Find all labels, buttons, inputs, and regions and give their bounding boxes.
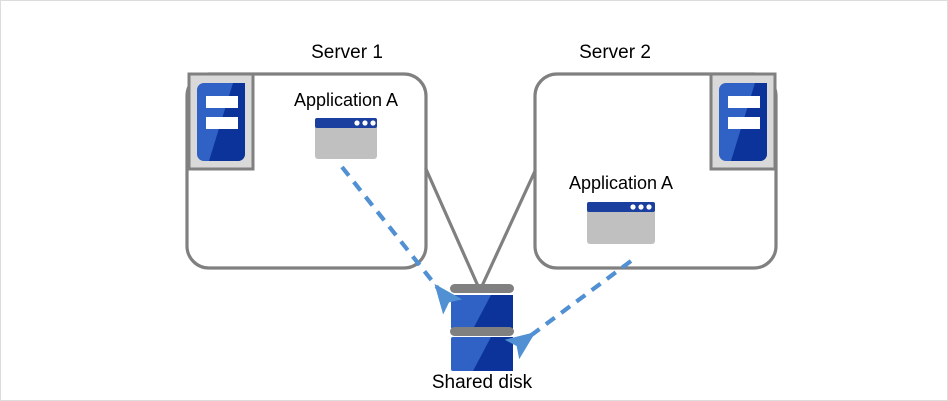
server-1-app-window-icon[interactable] xyxy=(315,118,377,159)
app-window-body xyxy=(587,202,655,244)
server-2-app-window-icon[interactable] xyxy=(587,202,655,244)
disk-bar-bottom xyxy=(450,327,514,336)
server-2-app-label: Application A xyxy=(568,173,674,193)
disk-bar-top xyxy=(450,284,514,293)
server-rack-icon-slot-1 xyxy=(728,96,760,108)
shared-disk-icon[interactable] xyxy=(450,284,514,371)
app-window-titlebar xyxy=(587,202,655,212)
app-window-dot-2 xyxy=(362,120,368,126)
shared-disk-label: Shared disk xyxy=(431,372,533,393)
app-window-titlebar xyxy=(315,118,377,128)
app-window-dot-3 xyxy=(646,204,652,210)
server-2-to-disk-arrow xyxy=(504,259,633,360)
server-1-app-label: Application A xyxy=(293,90,399,110)
server-2-icon-group[interactable] xyxy=(709,72,777,171)
disk-platter-top-shade xyxy=(473,295,513,329)
app-window-dot-1 xyxy=(354,120,360,126)
app-window-dot-2 xyxy=(638,204,644,210)
app-window-dot-1 xyxy=(630,204,636,210)
server-2-title: Server 2 xyxy=(579,42,651,63)
server-2-link-line xyxy=(480,169,537,288)
server-1-icon-group[interactable] xyxy=(187,72,255,171)
app-window-body xyxy=(315,118,377,159)
connector-lines xyxy=(424,167,537,288)
server-rack-icon-slot-2 xyxy=(206,117,238,129)
disk-platter-bottom-shade xyxy=(473,337,513,371)
data-access-arrows xyxy=(340,165,633,360)
server-1-to-disk-arrow xyxy=(340,165,463,315)
server-1-title: Server 1 xyxy=(311,42,383,63)
server-rack-icon-slot-1 xyxy=(206,96,238,108)
server-1-link-line xyxy=(424,167,480,288)
server-rack-icon-slot-2 xyxy=(728,117,760,129)
app-window-dot-3 xyxy=(370,120,376,126)
